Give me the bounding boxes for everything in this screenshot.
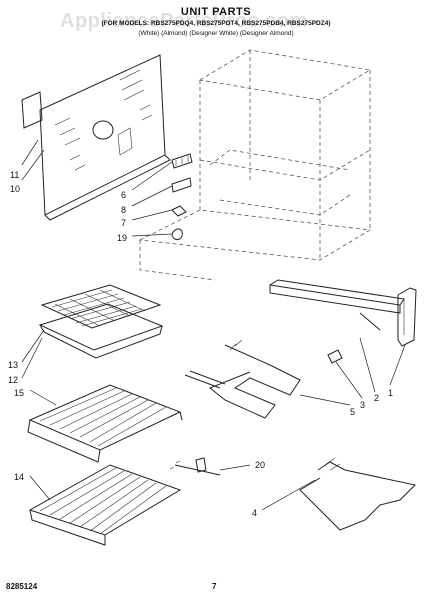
oven-rack-upper — [27, 384, 183, 463]
callout-2: 2 — [374, 393, 379, 403]
diagram-title: UNIT PARTS — [180, 6, 252, 18]
watermark: AppliancePartsPros.com — [60, 10, 308, 32]
broil-pan-grid — [40, 284, 162, 329]
temperature-sensor — [169, 457, 221, 476]
callout-20: 20 — [255, 460, 265, 470]
callout-10: 10 — [10, 184, 20, 194]
callout-19: 19 — [117, 233, 127, 243]
page-number: 7 — [212, 582, 217, 591]
model-list: (FOR MODELS: RBS275PDQ4, RBS275PDT4, RBS… — [101, 20, 331, 27]
clip — [171, 205, 187, 217]
color-list: (White) (Almond) (Designer White) (Desig… — [138, 30, 294, 37]
callout-7: 7 — [121, 218, 126, 228]
callout-5: 5 — [350, 407, 355, 417]
side-rail — [269, 279, 405, 331]
terminal-block — [171, 153, 193, 169]
callout-1: 1 — [388, 388, 393, 398]
callout-14: 14 — [14, 472, 24, 482]
bracket — [171, 177, 192, 193]
callout-8: 8 — [121, 205, 126, 215]
bake-element — [299, 457, 417, 531]
leader-lines — [21, 139, 406, 511]
callout-15: 15 — [14, 388, 24, 398]
callout-12: 12 — [8, 375, 18, 385]
oven-cavity-outline — [138, 49, 372, 281]
callout-labels: 11 10 6 8 7 19 13 12 15 14 1 2 3 5 20 4 — [8, 170, 393, 518]
callout-13: 13 — [8, 360, 18, 370]
mounting-clip — [327, 349, 343, 364]
rear-panel — [39, 54, 171, 221]
document-number: 8285124 — [6, 582, 38, 591]
front-frame-bracket — [397, 287, 417, 347]
grommet — [171, 228, 183, 241]
broil-element — [184, 339, 301, 419]
oven-rack-lower — [28, 464, 182, 546]
callout-11: 11 — [10, 170, 19, 180]
callout-6: 6 — [121, 190, 126, 200]
callout-3: 3 — [360, 400, 365, 410]
insulation-pad — [21, 91, 43, 129]
callout-4: 4 — [252, 508, 257, 518]
